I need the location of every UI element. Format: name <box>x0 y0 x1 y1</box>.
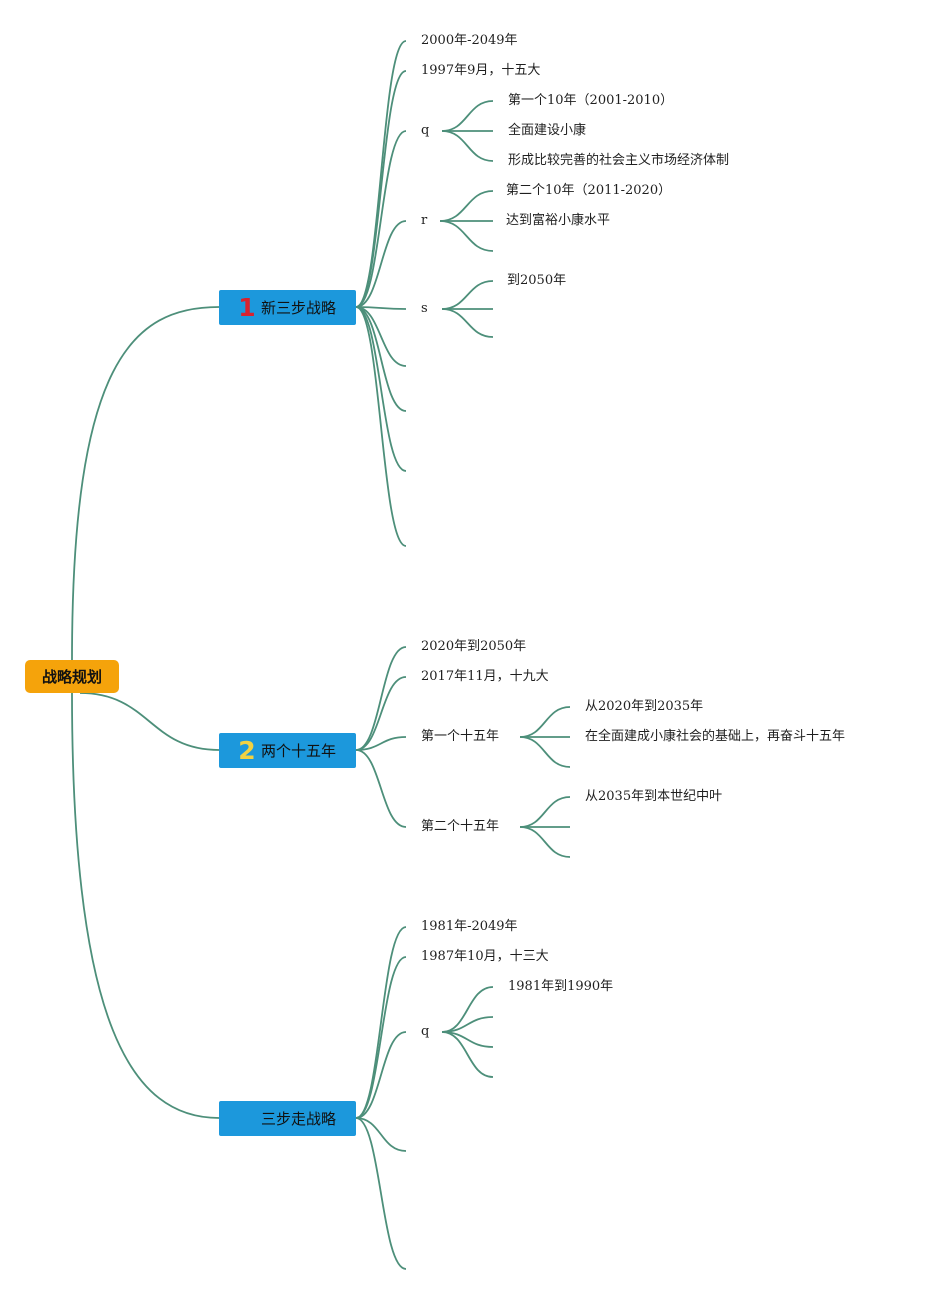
connector-line <box>355 956 407 1119</box>
node-q[interactable]: q <box>421 1024 430 1039</box>
node-2035-mid-century[interactable]: 从2035年到本世纪中叶 <box>585 789 723 804</box>
node-second-fifteen[interactable]: 第二个十五年 <box>421 819 500 834</box>
connector-line <box>355 1031 407 1119</box>
connector-line <box>519 796 571 828</box>
connector-line <box>355 1117 407 1152</box>
connector-line <box>355 736 407 751</box>
node-period[interactable]: 2020年到2050年 <box>421 639 527 654</box>
node-first-decade[interactable]: 第一个10年（2001-2010） <box>508 93 674 108</box>
root-connector <box>71 692 220 1119</box>
node-proposed[interactable]: 2017年11月，十九大 <box>421 669 549 684</box>
node-first-fifteen[interactable]: 第一个十五年 <box>421 729 500 744</box>
node-2020-2035[interactable]: 从2020年到2035年 <box>585 699 704 714</box>
connector-line <box>439 220 494 252</box>
connector-line <box>519 736 571 768</box>
node-1981-1990[interactable]: 1981年到1990年 <box>508 979 614 994</box>
number-two-icon: 2 <box>238 736 256 765</box>
connector-line <box>441 280 494 310</box>
node-proposed[interactable]: 1997年9月，十五大 <box>421 63 541 78</box>
node-proposed[interactable]: 1987年10月，十三大 <box>421 949 549 964</box>
node-build-xiaokang[interactable]: 全面建设小康 <box>508 123 587 138</box>
node-r[interactable]: r <box>421 213 428 228</box>
connector-line <box>355 926 407 1119</box>
connector-line <box>355 306 407 310</box>
connector-line <box>441 1031 494 1078</box>
connector-line <box>441 130 494 162</box>
connector-line <box>355 130 407 308</box>
branch-new-three-step[interactable]: 1 新三步战略 <box>219 290 356 325</box>
node-s[interactable]: s <box>421 301 428 316</box>
connector-line <box>355 1117 407 1270</box>
connector-line <box>519 706 571 738</box>
connector-line <box>355 220 407 308</box>
root-label: 战略规划 <box>41 668 102 686</box>
root-node[interactable]: 战略规划 <box>25 660 119 693</box>
connector-line <box>355 676 407 751</box>
connector-line <box>355 306 407 547</box>
connector-line <box>355 306 407 367</box>
connector-line <box>439 190 494 222</box>
branch-label: 两个十五年 <box>261 742 337 760</box>
node-strive-fifteen[interactable]: 在全面建成小康社会的基础上，再奋斗十五年 <box>585 729 846 744</box>
connector-line <box>441 100 494 132</box>
branch-three-step[interactable]: 三步走战略 <box>219 1101 356 1136</box>
connector-line <box>355 646 407 751</box>
connector-line <box>355 306 407 412</box>
node-wealthy-xiaokang[interactable]: 达到富裕小康水平 <box>506 213 611 228</box>
connector-line <box>355 306 407 472</box>
branch-two-fifteen-years[interactable]: 2 两个十五年 <box>219 733 356 768</box>
branch-label: 三步走战略 <box>261 1110 337 1128</box>
node-second-decade[interactable]: 第二个10年（2011-2020） <box>506 183 672 198</box>
connector-line <box>441 308 494 338</box>
root-connector <box>71 306 220 661</box>
connector-line <box>355 749 407 828</box>
root-connector <box>79 692 220 751</box>
node-market-economy[interactable]: 形成比较完善的社会主义市场经济体制 <box>508 153 730 168</box>
number-one-icon: 1 <box>238 293 256 322</box>
node-q[interactable]: q <box>421 123 430 138</box>
node-by-2050[interactable]: 到2050年 <box>507 273 567 288</box>
node-period[interactable]: 2000年-2049年 <box>421 33 518 48</box>
connector-line <box>519 826 571 858</box>
branch-label: 新三步战略 <box>261 299 337 317</box>
node-period[interactable]: 1981年-2049年 <box>421 919 518 934</box>
connector-line <box>355 70 407 308</box>
